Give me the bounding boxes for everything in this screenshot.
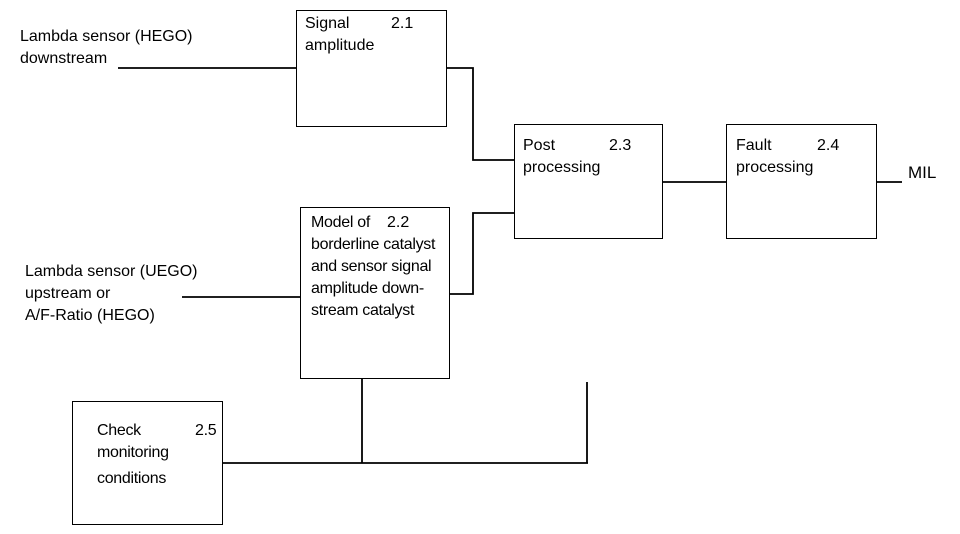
model-title: Model of borderline catalyst and sensor …	[311, 214, 436, 319]
hego-downstream-label: Lambda sensor (HEGO) downstream	[20, 28, 193, 67]
block-number-2-3: 2.3	[609, 137, 632, 154]
fault-processing-block: Fault processing 2.4	[726, 124, 877, 239]
uego-upstream-label: Lambda sensor (UEGO) upstream or A/F-Rat…	[25, 263, 198, 324]
block-number-2-2: 2.2	[387, 214, 410, 231]
post-processing-title: Post processing	[523, 137, 601, 176]
signal-to-post-line	[446, 67, 515, 161]
check-conditions-block: Check monitoring conditions 2.5	[72, 401, 223, 525]
model-block: Model of borderline catalyst and sensor …	[300, 207, 450, 379]
signal-amplitude-block: Signal amplitude 2.1	[296, 10, 447, 127]
model-to-post-line	[449, 212, 515, 295]
post-processing-block: Post processing 2.3	[514, 124, 663, 239]
fault-processing-title: Fault processing	[736, 137, 814, 176]
check-conditions-title: Check monitoring conditions	[97, 422, 169, 487]
mil-output-label: MIL	[908, 163, 937, 182]
signal-amplitude-title: Signal amplitude	[305, 15, 375, 54]
block-number-2-4: 2.4	[817, 137, 840, 154]
block-number-2-5: 2.5	[195, 422, 217, 439]
block-number-2-1: 2.1	[391, 15, 414, 32]
